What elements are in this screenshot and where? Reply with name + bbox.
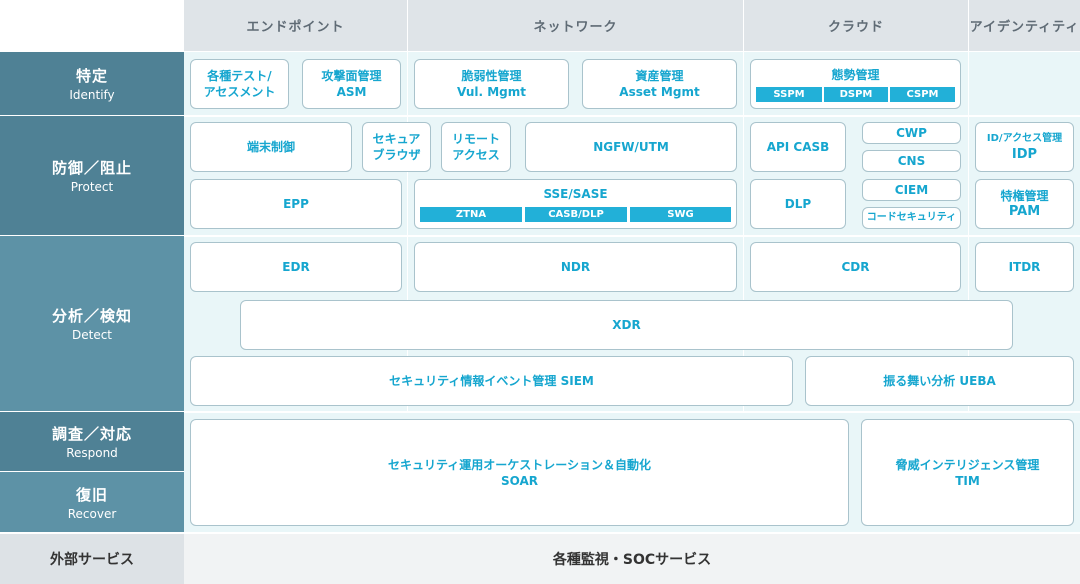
box-edr[interactable]: EDR — [190, 242, 402, 292]
box-label: リモート — [451, 132, 500, 146]
grid-line — [184, 411, 1080, 413]
chip-casb-dlp: CASB/DLP — [525, 207, 627, 222]
box-pam[interactable]: 特権管理 PAM — [975, 179, 1074, 229]
grid-line — [184, 532, 1080, 534]
box-cns[interactable]: CNS — [862, 150, 961, 172]
box-label: セキュア — [372, 132, 421, 146]
box-siem[interactable]: セキュリティ情報イベント管理 SIEM — [190, 356, 793, 406]
row-header-ja: 復旧 — [75, 485, 108, 504]
grid-line — [184, 235, 1080, 237]
box-label: 態勢管理 — [831, 68, 880, 82]
row-header-ja: 防御／阻止 — [51, 159, 132, 177]
box-device-control[interactable]: 端末制御 — [190, 122, 352, 172]
box-asm[interactable]: 攻撃面管理 ASM — [302, 59, 401, 109]
box-cdr[interactable]: CDR — [750, 242, 961, 292]
box-dlp[interactable]: DLP — [750, 179, 846, 229]
box-ciem[interactable]: CIEM — [862, 179, 961, 201]
box-label: ID/アクセス管理 — [986, 133, 1063, 144]
column-header-network: ネットワーク — [408, 0, 744, 51]
box-label: TIM — [955, 473, 980, 488]
column-header-endpoint: エンドポイント — [184, 0, 408, 51]
grid-line — [968, 52, 969, 412]
box-label: 資産管理 — [635, 69, 684, 83]
box-secure-browser[interactable]: セキュア ブラウザ — [362, 122, 431, 172]
column-header-cloud: クラウド — [744, 0, 969, 51]
box-ngfw-utm[interactable]: NGFW/UTM — [525, 122, 737, 172]
box-assessment[interactable]: 各種テスト/ アセスメント — [190, 59, 289, 109]
box-xdr[interactable]: XDR — [240, 300, 1013, 350]
box-remote-access[interactable]: リモート アクセス — [441, 122, 511, 172]
chip-sspm: SSPM — [756, 87, 822, 102]
row-header-ja: 分析／検知 — [51, 307, 132, 325]
column-header-identity: アイデンティティ — [969, 0, 1080, 51]
row-header-identify: 特定 Identify — [0, 52, 184, 116]
row-header-external: 外部サービス — [0, 534, 184, 584]
chip-ztna: ZTNA — [420, 207, 522, 222]
box-label: Vul. Mgmt — [456, 85, 527, 99]
box-itdr[interactable]: ITDR — [975, 242, 1074, 292]
grid-line — [407, 52, 408, 412]
box-label: ASM — [336, 85, 367, 99]
chip-cspm: CSPM — [890, 87, 955, 102]
row-header-recover: 復旧 Recover — [0, 472, 184, 533]
box-label: PAM — [1008, 204, 1041, 219]
box-label: 攻撃面管理 — [321, 69, 382, 83]
box-epp[interactable]: EPP — [190, 179, 402, 229]
box-ndr[interactable]: NDR — [414, 242, 737, 292]
chip-swg: SWG — [630, 207, 731, 222]
box-label: 脅威インテリジェンス管理 — [895, 457, 1040, 472]
row-header-en: Respond — [66, 446, 118, 460]
row-header-respond: 調査／対応 Respond — [0, 412, 184, 472]
row-header-en: Recover — [67, 506, 117, 521]
box-label: アセスメント — [203, 85, 276, 99]
box-api-casb[interactable]: API CASB — [750, 122, 846, 172]
row-header-protect: 防御／阻止 Protect — [0, 116, 184, 236]
external-services-cell: 各種監視・SOCサービス — [184, 534, 1080, 584]
row-header-en: Detect — [71, 328, 112, 342]
box-label: Asset Mgmt — [619, 85, 700, 99]
box-cwp[interactable]: CWP — [862, 122, 961, 144]
box-label: IDP — [1011, 147, 1038, 162]
box-label: セキュリティ運用オーケストレーション＆自動化 — [387, 457, 652, 472]
box-label: 脆弱性管理 — [461, 69, 522, 83]
box-label: 各種テスト/ — [207, 69, 272, 83]
grid-line — [184, 115, 1080, 117]
row-header-detect: 分析／検知 Detect — [0, 236, 184, 412]
box-label: ブラウザ — [372, 148, 421, 162]
box-tim[interactable]: 脅威インテリジェンス管理 TIM — [861, 419, 1074, 526]
box-label: SSE/SASE — [543, 187, 608, 201]
box-label: SOAR — [500, 473, 539, 488]
box-soar[interactable]: セキュリティ運用オーケストレーション＆自動化 SOAR — [190, 419, 849, 526]
row-header-en: Identify — [69, 88, 115, 102]
box-idp[interactable]: ID/アクセス管理 IDP — [975, 122, 1074, 172]
row-header-en: Protect — [70, 180, 114, 194]
box-vul-mgmt[interactable]: 脆弱性管理 Vul. Mgmt — [414, 59, 569, 109]
box-code-security[interactable]: コードセキュリティ — [862, 207, 961, 229]
box-label: アクセス — [452, 148, 500, 162]
box-ueba[interactable]: 振る舞い分析 UEBA — [805, 356, 1074, 406]
grid-line — [743, 52, 744, 412]
row-header-ja: 特定 — [75, 67, 108, 85]
box-asset-mgmt[interactable]: 資産管理 Asset Mgmt — [582, 59, 737, 109]
box-label: 特権管理 — [1000, 189, 1049, 203]
row-header-ja: 調査／対応 — [51, 425, 132, 443]
chip-dspm: DSPM — [824, 87, 888, 102]
